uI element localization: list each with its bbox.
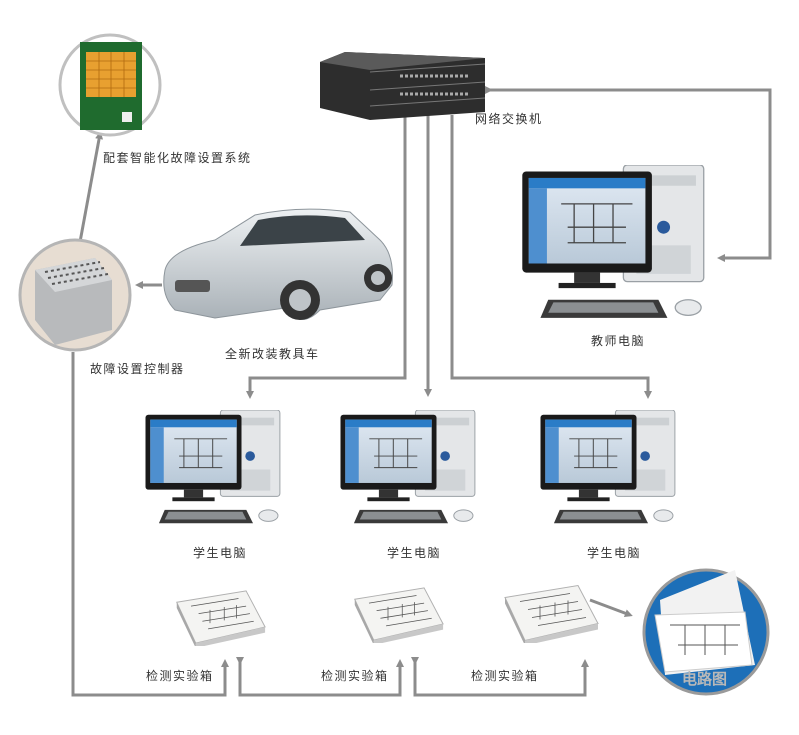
student-pc-label-3: 学生电脑 [587, 546, 642, 560]
training-car-image [163, 208, 393, 320]
connection-lines [71, 86, 772, 697]
fault-system-label: 配套智能化故障设置系统 [103, 151, 252, 165]
student-pc-image-3 [540, 410, 676, 524]
student-pc-image-2 [340, 410, 476, 524]
test-box-label-1: 检测实验箱 [146, 669, 214, 683]
fault-controller-image [18, 238, 132, 352]
test-box-label-2: 检测实验箱 [321, 669, 389, 683]
test-box-image-2 [354, 587, 444, 643]
test-box-image-3 [504, 584, 599, 643]
student-pc-image-1 [145, 410, 281, 524]
teacher-pc-image [522, 165, 705, 319]
controller-label: 故障设置控制器 [90, 362, 185, 376]
student-pc-label-2: 学生电脑 [387, 546, 442, 560]
test-box-image-1 [176, 590, 266, 646]
network-switch-image [320, 52, 486, 120]
fault-system-board-image [58, 33, 162, 137]
car-label: 全新改装教具车 [225, 347, 320, 361]
circuit-diagram-label: 电路图 [682, 670, 728, 688]
test-box-label-3: 检测实验箱 [471, 669, 539, 683]
teacher-pc-label: 教师电脑 [591, 334, 646, 348]
circuit-diagram-image [642, 568, 770, 696]
student-pc-label-1: 学生电脑 [193, 546, 248, 560]
switch-label: 网络交换机 [475, 112, 543, 126]
